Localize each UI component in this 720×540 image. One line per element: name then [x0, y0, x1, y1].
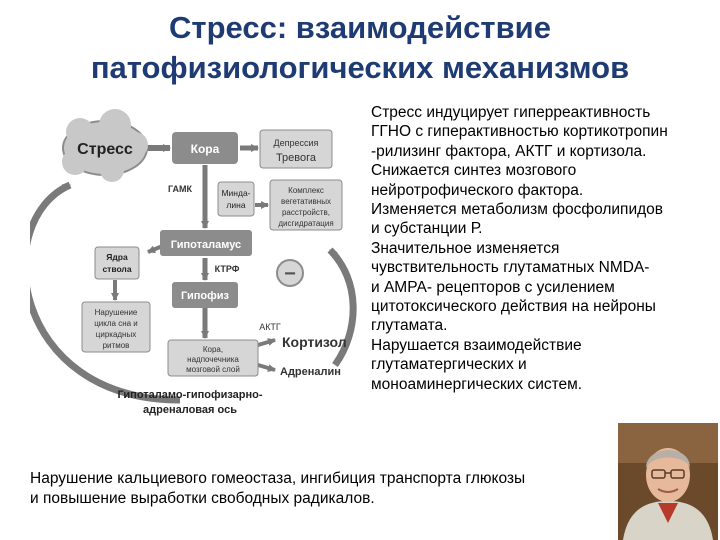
side-text-line: Изменяется метаболизм фосфолипидов [371, 201, 664, 219]
hypothalamus-label: Гипоталамус [171, 239, 241, 251]
brainstem-label-2: ствола [102, 264, 131, 274]
sleep-label-4: ритмов [103, 341, 130, 350]
side-text-line: моноаминергических систем. [371, 375, 583, 393]
stress-cloud: Стресс [62, 109, 148, 182]
side-text-line: Значительное изменяется [371, 239, 560, 257]
stress-loop-arrow [30, 181, 181, 404]
adrenal-to-cortisol-arrow [257, 338, 276, 347]
hypothalamus-box [160, 230, 252, 256]
depression-box [259, 129, 333, 169]
side-text-line: и АМРА- рецепторов с усилением [371, 278, 615, 296]
stress-label: Стресс [77, 141, 133, 158]
side-text-line: ГГНО с гиперактивностью кортикотропин [371, 123, 668, 141]
side-text-line: нейротрофического фактора. [371, 181, 584, 199]
brainstem-label-1: Ядра [106, 252, 128, 262]
bottom-text-line: и повышение выработки свободных радикало… [30, 490, 375, 507]
side-text-line: Снижается синтез мозгового [371, 162, 577, 180]
side-text-line: глутаматергических и [371, 356, 527, 374]
slide-title-line-1: Стресс: взаимодействие [169, 10, 551, 45]
adrenal-box [167, 339, 259, 377]
veg-label-1: Комплекс [288, 186, 324, 195]
gaba-label: ГАМК [168, 184, 193, 194]
stress-mechanisms-diagram: Стресс Кора Депрессия Тревога ГАМК Минда… [30, 109, 357, 416]
adrenaline-label: Адреналин [280, 366, 341, 378]
cortex-label: Кора [191, 142, 220, 156]
side-text-line: и субстанции Р. [371, 220, 483, 238]
adrenal-label-1: Кора, [203, 345, 223, 354]
mechanisms-description: Стресс индуцирует гиперреактивность ГГНО… [371, 103, 720, 394]
slide-title: Стресс: взаимодействие патофизиологическ… [0, 8, 720, 88]
side-text-line: чувствительность глутаматных NMDA- [371, 259, 650, 277]
depression-label: Депрессия [274, 138, 319, 148]
adrenal-label-2: надпочечника [187, 355, 239, 364]
cortisol-feedback-arrow [327, 247, 357, 368]
portrait-photo [618, 423, 718, 540]
veg-label-2: вегетативных [281, 197, 331, 206]
pituitary-label: Гипофиз [181, 290, 229, 302]
hpa-axis-label-2: адреналовая ось [143, 404, 237, 416]
anxiety-label: Тревога [276, 152, 317, 164]
bottom-text-line: Нарушение кальциевого гомеостаза, ингиби… [30, 470, 526, 487]
brainstem-box [94, 246, 140, 280]
veg-label-3: расстройств, [282, 208, 330, 217]
adrenal-to-adrenaline-arrow [257, 363, 276, 372]
amygdala-label-1: Минда- [221, 188, 250, 198]
calcium-homeostasis-note: Нарушение кальциевого гомеостаза, ингиби… [30, 469, 615, 509]
side-text-line: Стресс индуцирует гиперреактивность [371, 104, 651, 121]
adrenal-label-3: мозговой слой [186, 365, 240, 374]
crf-label: КТРФ [215, 264, 240, 274]
sleep-label-3: циркадных [96, 330, 136, 339]
side-text-line: -рилизинг фактора, АКТГ и кортизола. [371, 142, 647, 160]
cortisol-label: Кортизол [282, 334, 347, 350]
sleep-disorder-box [81, 301, 151, 353]
sleep-label-2: цикла сна и [94, 319, 138, 328]
minus-sign: − [284, 263, 296, 285]
cortex-box [172, 132, 238, 164]
vegetative-disorders-box [269, 179, 343, 231]
side-text-line: Нарушается взаимодействие [371, 336, 582, 354]
slide-title-line-2: патофизиологических механизмов [90, 50, 630, 85]
negative-feedback-sign: − [276, 259, 304, 287]
hpa-axis-label-1: Гипоталамо-гипофизарно- [117, 389, 262, 401]
amygdala-label-2: лина [226, 200, 245, 210]
side-text-line: цитотоксического действия на нейроны [371, 298, 656, 316]
veg-label-4: дисгидратация [278, 219, 333, 228]
side-text-line: глутамата. [371, 317, 448, 335]
acth-label: АКТГ [259, 322, 281, 332]
sleep-label-1: Нарушение [95, 308, 138, 317]
amygdala-box [217, 181, 255, 217]
pituitary-box [172, 282, 238, 308]
